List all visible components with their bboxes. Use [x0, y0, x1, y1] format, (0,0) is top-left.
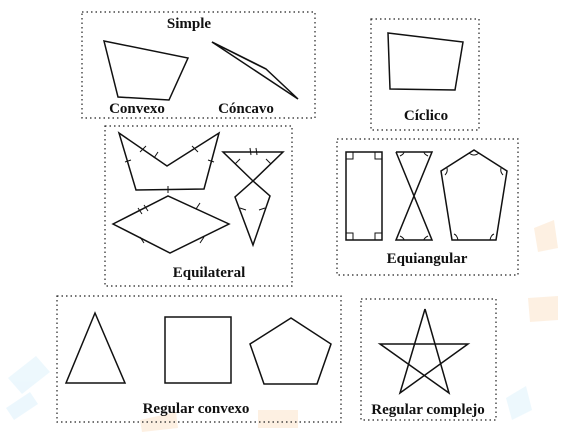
group-simple: Simple Convexo Cóncavo [81, 11, 316, 119]
equilateral-rhombus [111, 195, 231, 254]
group-regular-complejo: Regular complejo [360, 298, 497, 421]
equal-side-ticks-pentagon [124, 145, 215, 193]
equilateral-kite [234, 179, 271, 248]
group-equilateral-border [104, 125, 293, 287]
label-equilateral: Equilateral [173, 265, 246, 281]
equiangular-pentagon [440, 149, 508, 241]
cyclic-quadrilateral [387, 32, 464, 91]
equal-side-ticks-kite [234, 147, 272, 211]
angle-marks-rectangle [346, 152, 382, 240]
equiangular-rectangle [345, 151, 383, 241]
group-simple-border [81, 11, 316, 119]
group-regular-convexo-border [56, 295, 342, 423]
concave-edge [211, 41, 267, 70]
group-simple-title: Simple [167, 16, 212, 32]
label-ciclico: Cíclico [404, 108, 448, 124]
regular-triangle [64, 311, 127, 384]
regular-pentagon [249, 317, 332, 385]
label-equiangular: Equiangular [387, 251, 468, 267]
angle-marks-pentagon [444, 152, 504, 241]
equilateral-concave-pentagon [117, 131, 221, 191]
regular-star-pentagram [377, 308, 471, 395]
equal-side-ticks-rhombus [137, 202, 205, 244]
label-convexo: Convexo [109, 101, 165, 117]
convex-quadrilateral [102, 40, 190, 101]
group-regular-complejo-border [360, 298, 497, 421]
concave-quadrilateral [211, 41, 299, 100]
label-regular-complejo: Regular complejo [371, 402, 484, 418]
equilateral-triangle-top [221, 151, 285, 183]
group-equiangular-border [336, 138, 519, 276]
group-equilateral: Equilateral [104, 125, 293, 287]
watermark-decor [6, 220, 558, 432]
equiangular-crossed-quadrilateral [394, 151, 434, 241]
label-regular-convexo: Regular convexo [143, 401, 250, 417]
group-regular-convexo: Regular convexo [56, 295, 342, 423]
group-ciclico-border [370, 18, 480, 131]
group-ciclico: Cíclico [370, 18, 480, 131]
label-concavo: Cóncavo [218, 101, 274, 117]
group-equiangular: Equiangular [336, 138, 519, 276]
angle-marks-crossed [399, 151, 429, 241]
regular-square [164, 316, 232, 384]
